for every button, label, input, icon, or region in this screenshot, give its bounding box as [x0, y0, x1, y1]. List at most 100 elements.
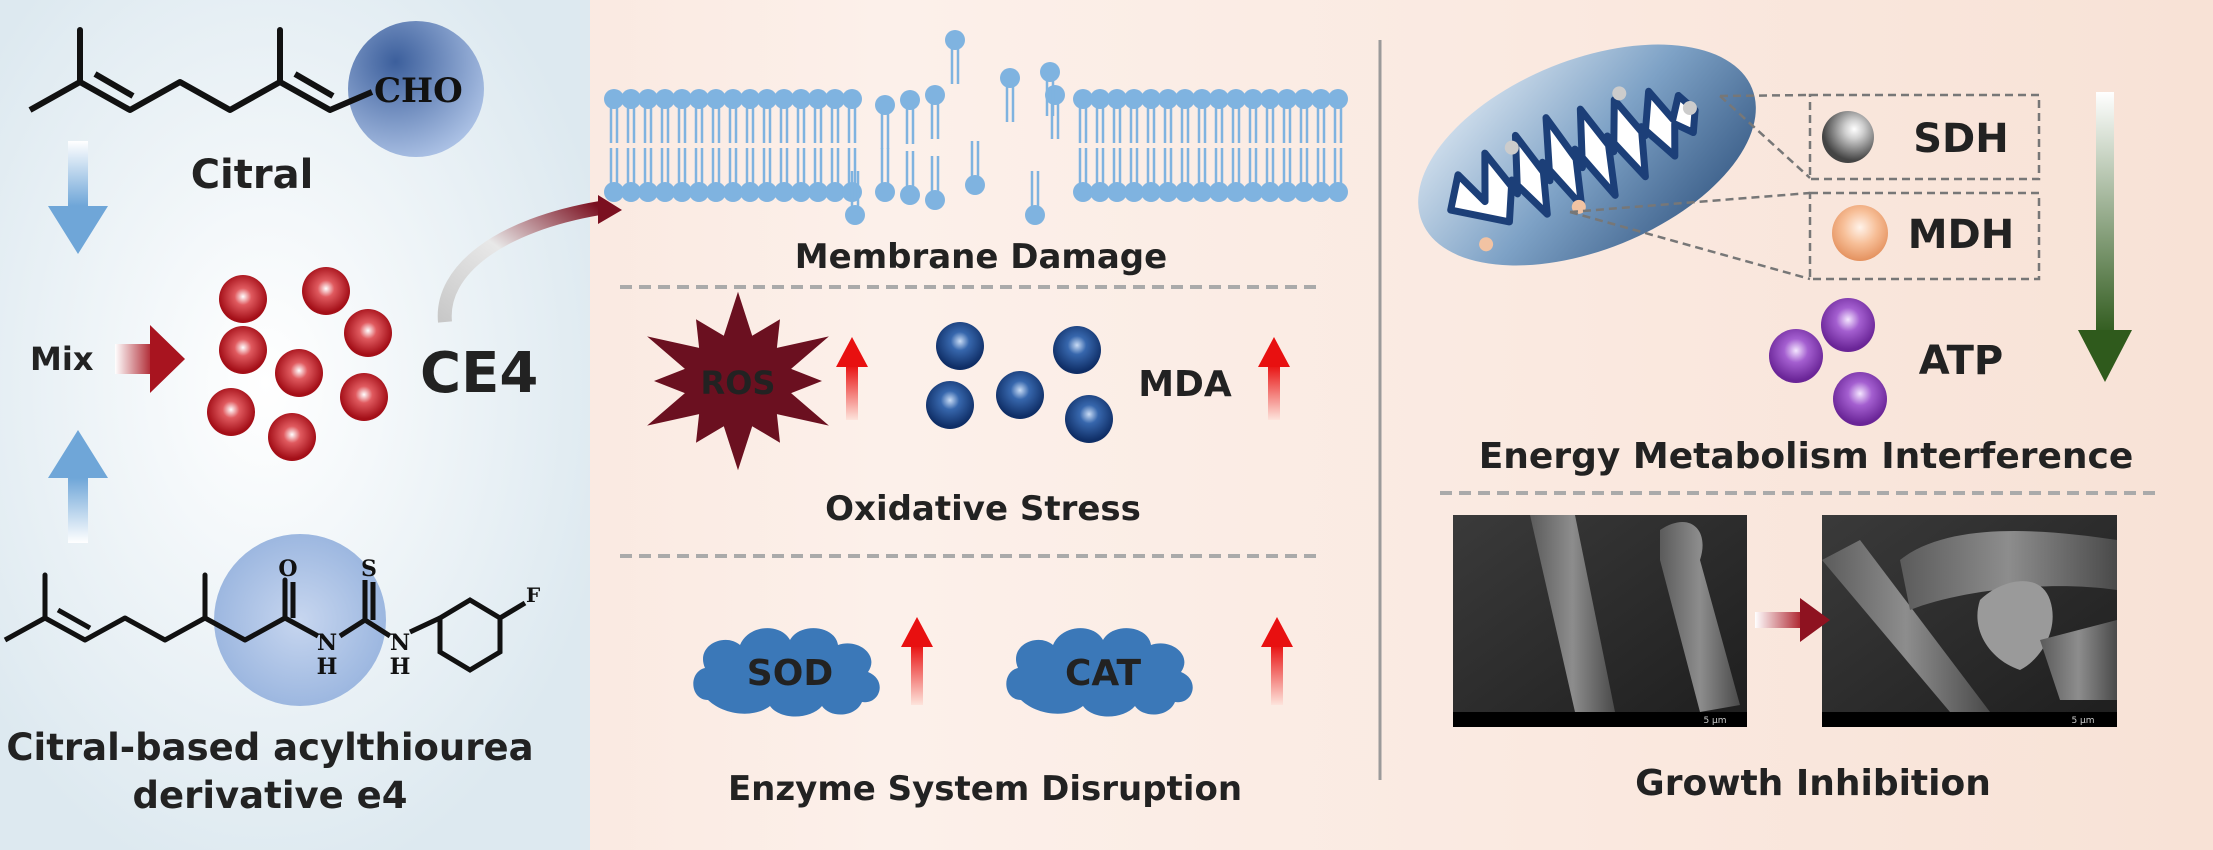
cho-label: CHO [374, 71, 463, 111]
up-arrow-icon [901, 617, 933, 647]
mix-label: Mix [30, 340, 94, 378]
lipid-head [825, 182, 845, 202]
nanoparticle [344, 309, 392, 357]
atp-molecule [1769, 329, 1823, 383]
pointer-lines [1569, 93, 1811, 281]
arrow-right-icon [1755, 598, 1830, 642]
thiourea-highlight [214, 534, 386, 706]
ce4-nanoparticles [207, 267, 392, 461]
lipid-head [1090, 182, 1110, 202]
sod-label: SOD [747, 653, 833, 694]
lipid-head [1158, 89, 1178, 109]
lipid-head [655, 182, 675, 202]
nanoparticle [219, 326, 267, 374]
mda-molecule [936, 322, 984, 370]
lipid-head [672, 89, 692, 109]
lipid-head [774, 89, 794, 109]
lipid-head [1294, 182, 1314, 202]
acylthiourea-structure: O S N H N H F [3, 534, 540, 706]
lipid-head [1277, 89, 1297, 109]
atp-label: ATP [1919, 338, 2003, 384]
lipid-head [875, 95, 895, 115]
derivative-label-line2: derivative e4 [133, 774, 408, 817]
arrow-right-icon [115, 325, 185, 393]
lipid-head [1328, 182, 1348, 202]
atom-f: F [526, 583, 540, 607]
lipid-head [1158, 182, 1178, 202]
lipid-head [1107, 89, 1127, 109]
lipid-head [1328, 89, 1348, 109]
lipid-head [1277, 182, 1297, 202]
lipid-head [723, 182, 743, 202]
lipid-head [1073, 182, 1093, 202]
lipid-head [965, 175, 985, 195]
nanoparticle [340, 373, 388, 421]
mda-molecule [996, 371, 1044, 419]
citral-label: Citral [191, 152, 314, 198]
lipid-head [1260, 182, 1280, 202]
lipid-head [1243, 89, 1263, 109]
lipid-head [845, 205, 865, 225]
increase-arrows [836, 337, 1293, 705]
up-arrow-icon [836, 337, 868, 367]
lipid-head [655, 89, 675, 109]
sem-image-control: 5 µm [1453, 515, 1747, 727]
lipid-head [757, 182, 777, 202]
lipid-head [1040, 62, 1060, 82]
lipid-head [1311, 182, 1331, 202]
lipid-head [689, 182, 709, 202]
atom-o: O [278, 556, 297, 582]
lipid-head [1175, 89, 1195, 109]
lipid-head [638, 89, 658, 109]
up-arrow-shaft [1268, 365, 1280, 420]
sdh-label: SDH [1913, 116, 2009, 162]
lipid-head [672, 182, 692, 202]
lipid-head [1045, 85, 1065, 105]
lipid-head [621, 182, 641, 202]
mda-molecule [1065, 395, 1113, 443]
lipid-head [875, 182, 895, 202]
sem-image-treated: 5 µm [1822, 515, 2117, 727]
ce4-label: CE4 [420, 341, 538, 406]
lipid-head [774, 182, 794, 202]
lipid-head [1209, 89, 1229, 109]
atom-n1: N [317, 630, 337, 656]
atp-molecule [1821, 298, 1875, 352]
lipid-head [808, 182, 828, 202]
lipid-head [1124, 182, 1144, 202]
lipid-head [1000, 68, 1020, 88]
scale-bar-treated: 5 µm [2071, 716, 2094, 726]
mda-molecules [926, 322, 1113, 443]
lipid-head [1025, 205, 1045, 225]
lipid-head [900, 185, 920, 205]
arrow-up-icon [48, 430, 108, 543]
ros-star-icon [647, 291, 829, 471]
lipid-head [604, 89, 624, 109]
decrease-arrow-icon [2078, 92, 2132, 382]
citral-structure: CHO [28, 21, 484, 157]
mda-molecule [1053, 326, 1101, 374]
enzyme-disruption-label: Enzyme System Disruption [728, 769, 1242, 809]
ros-label: ROS [701, 364, 776, 402]
lipid-head [1192, 182, 1212, 202]
nanoparticle [268, 413, 316, 461]
mitochondrion-icon [1418, 44, 1756, 266]
growth-inhibition-label: Growth Inhibition [1635, 763, 1991, 804]
atom-h2: H [390, 654, 411, 680]
lipid-head [740, 89, 760, 109]
lipid-head [1209, 182, 1229, 202]
lipid-head [689, 89, 709, 109]
lipid-head [1192, 89, 1212, 109]
lipid-head [791, 89, 811, 109]
cat-cloud-icon [1006, 628, 1193, 717]
arrow-down-icon [48, 141, 108, 254]
lipid-head [740, 182, 760, 202]
mdh-box [1808, 191, 2041, 281]
lipid-head [604, 182, 624, 202]
nanoparticle [207, 388, 255, 436]
sdh-sphere-icon [1822, 111, 1874, 163]
nanoparticle [275, 349, 323, 397]
up-arrow-icon [1258, 337, 1290, 367]
atom-s: S [361, 556, 377, 582]
